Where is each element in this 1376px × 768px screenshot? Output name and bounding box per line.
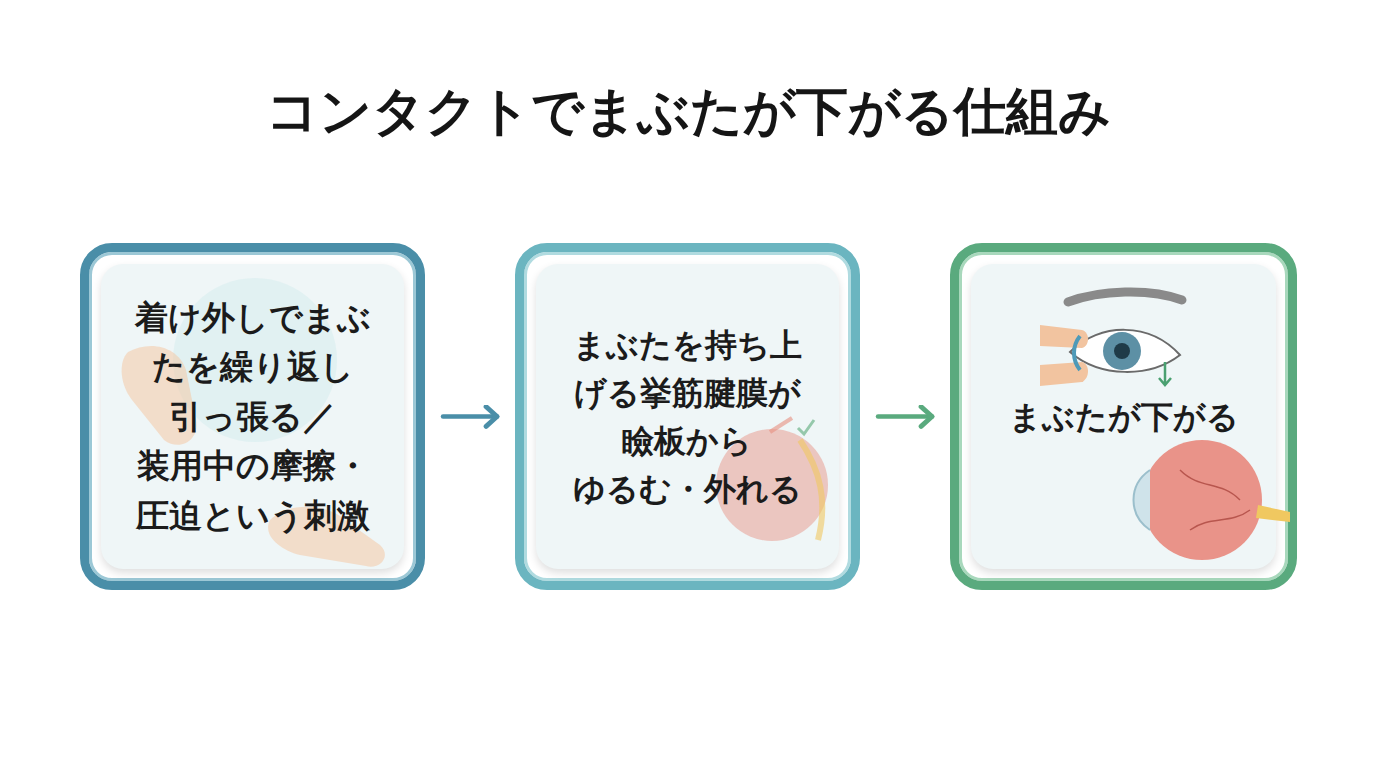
diagram-title: コンタクトでまぶたが下がる仕組み: [0, 78, 1376, 146]
box-text: まぶたが下がる: [1009, 393, 1239, 441]
box-text: まぶたを持ち上 げる挙筋腱膜が 瞼板から ゆるむ・外れる: [569, 321, 806, 513]
process-box: まぶたを持ち上 げる挙筋腱膜が 瞼板から ゆるむ・外れる: [515, 243, 860, 590]
flow-arrow: [443, 414, 497, 419]
text-wrap: 着け外しでまぶ たを繰り返し 引っ張る／ 装用中の摩擦・ 圧迫という刺激: [130, 293, 374, 541]
process-box: まぶたが下がる: [950, 243, 1297, 590]
box-text: 着け外しでまぶ たを繰り返し 引っ張る／ 装用中の摩擦・ 圧迫という刺激: [130, 293, 374, 541]
flow-arrow: [878, 414, 932, 419]
text-wrap: まぶたが下がる: [1009, 393, 1239, 441]
process-box: 着け外しでまぶ たを繰り返し 引っ張る／ 装用中の摩擦・ 圧迫という刺激: [80, 243, 425, 590]
box-panel: [536, 264, 839, 569]
text-wrap: まぶたを持ち上 げる挙筋腱膜が 瞼板から ゆるむ・外れる: [569, 321, 806, 513]
